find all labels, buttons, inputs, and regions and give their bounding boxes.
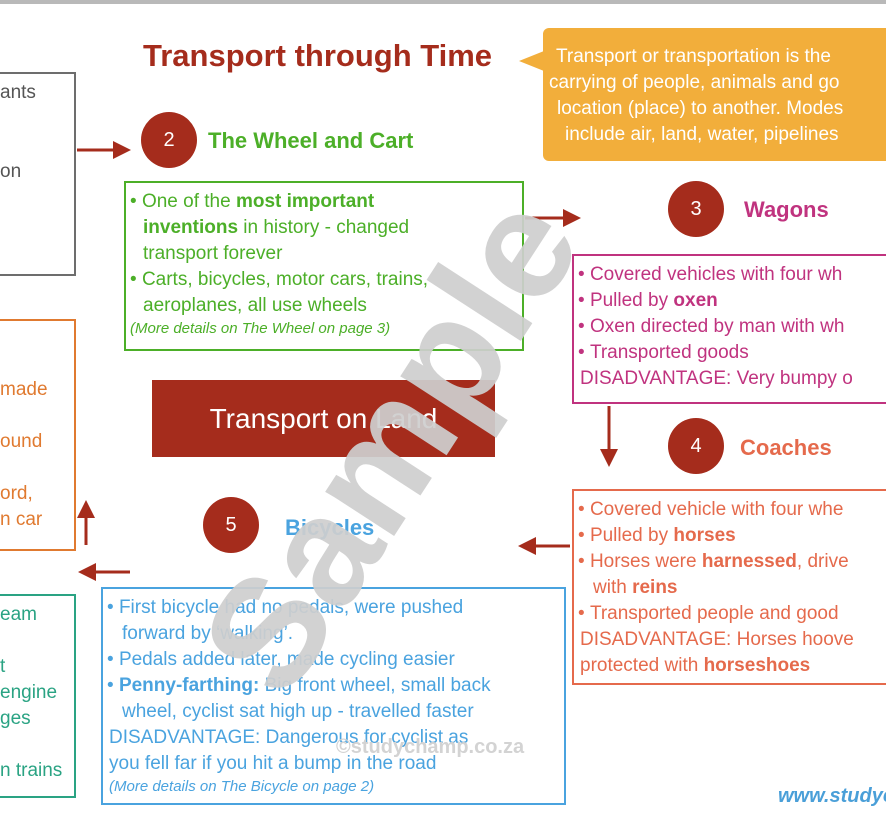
text-span: protected with	[580, 655, 704, 676]
wheel-line: • One of the most important	[130, 191, 375, 212]
callout-line: location (place) to another. Modes	[557, 98, 844, 119]
text-span: First bicycle had no pedals, were pushed	[118, 597, 464, 618]
arrow-to-coaches-head	[600, 449, 618, 467]
footer-site: www.studyc	[778, 785, 886, 807]
bicycles-heading: Bicycles	[285, 515, 375, 540]
bicycles-line: wheel, cyclist sat high up - travelled f…	[122, 701, 474, 722]
callout-line: include air, land, water, pipelines	[565, 124, 839, 145]
bicycles-box: • First bicycle had no pedals, were push…	[101, 587, 566, 805]
bicycles-line: forward by ‘walking’.	[122, 623, 294, 644]
wagons-line: • Transported goods	[578, 342, 749, 363]
page-title: Transport through Time	[143, 38, 493, 73]
bold-span: Penny-farthing:	[118, 675, 260, 696]
bold-span: most important	[235, 191, 375, 212]
coaches-line: with reins	[593, 575, 678, 601]
bold-span: inventions	[143, 217, 239, 238]
top-border	[0, 0, 886, 4]
left-teal-text: eam	[0, 604, 37, 625]
coaches-line: • Transported people and good	[578, 603, 839, 624]
bold-span: harnessed	[701, 551, 797, 572]
text-span: Oxen directed by man with wh	[589, 316, 845, 337]
bold-span: horses	[673, 525, 736, 546]
wheel-heading: The Wheel and Cart	[208, 128, 414, 153]
callout-line: carrying of people, animals and go	[549, 72, 840, 93]
left-gray-box: ants on	[0, 72, 76, 276]
bold-span: reins	[632, 577, 678, 598]
bold-span: horseshoes	[703, 655, 811, 676]
left-orange-text: made	[0, 379, 48, 400]
left-teal-text: t	[0, 656, 6, 677]
text-span: Big front wheel, small back	[259, 675, 491, 696]
site-watermark: ©studychamp.co.za	[336, 736, 525, 758]
wagons-heading: Wagons	[744, 197, 829, 222]
coaches-line: • Covered vehicle with four whe	[578, 499, 844, 520]
bicycles-note: (More details on The Bicycle on page 2)	[109, 778, 375, 795]
wheel-line: • Carts, bicycles, motor cars, trains,	[130, 269, 429, 290]
step-5-badge: 5	[203, 497, 259, 553]
left-orange-text: ord,	[0, 483, 33, 504]
wheel-note: (More details on The Wheel on page 3)	[130, 320, 391, 337]
bicycles-line: you fell far if you hit a bump in the ro…	[109, 753, 437, 774]
text-span: with	[593, 577, 633, 598]
bold-span: oxen	[673, 290, 718, 311]
left-orange-text: ound	[0, 431, 43, 452]
left-orange-text: n car	[0, 509, 43, 530]
arrow-bicycles-left-head	[78, 563, 96, 581]
left-teal-text: ges	[0, 708, 31, 729]
left-gray-text: ants	[0, 82, 36, 103]
wagons-box: • Covered vehicles with four wh • Pulled…	[572, 254, 886, 404]
arrow-to-bicycles-head	[518, 537, 536, 555]
step-2-badge: 2	[141, 112, 197, 168]
coaches-heading: Coaches	[740, 435, 832, 460]
step-4-badge: 4	[668, 418, 724, 474]
left-teal-text: engine	[0, 682, 58, 703]
left-teal-box: eam t engine ges n trains	[0, 594, 76, 798]
text-span: Carts, bicycles, motor cars, trains,	[141, 269, 429, 290]
coaches-line: • Pulled by horses	[578, 525, 736, 546]
text-span: Transported people and good	[589, 603, 839, 624]
banner-label: Transport on Land	[209, 402, 438, 434]
wagons-line: • Covered vehicles with four wh	[578, 264, 843, 285]
callout-pointer	[519, 51, 544, 71]
text-span: Covered vehicle with four whe	[589, 499, 844, 520]
arrow-to-wagons-head	[563, 209, 581, 227]
bicycles-line: DISADVANTAGE: Dangerous for cyclist as	[109, 727, 469, 748]
wheel-line: inventions in history - changed	[143, 215, 409, 241]
step-3-badge: 3	[668, 181, 724, 237]
wheel-line: transport forever	[143, 243, 283, 264]
text-span: Horses were	[589, 551, 702, 572]
transport-on-land-banner: Transport on Land	[152, 380, 495, 457]
text-span: in history - changed	[238, 217, 410, 238]
coaches-line: • Horses were harnessed, drive	[578, 551, 849, 572]
wagons-line: • Pulled by oxen	[578, 290, 718, 311]
text-span: Transported goods	[589, 342, 749, 363]
bicycles-line: • Penny-farthing: Big front wheel, small…	[107, 675, 491, 696]
text-span: Pulled by	[589, 525, 674, 546]
text-span: Pulled by	[589, 290, 674, 311]
text-span: Covered vehicles with four wh	[589, 264, 843, 285]
wagons-line: DISADVANTAGE: Very bumpy o	[580, 368, 853, 389]
arrow-up-left-head	[77, 500, 95, 518]
left-orange-box: made ound ord, n car	[0, 319, 76, 551]
left-teal-text: n trains	[0, 760, 63, 781]
text-span: One of the	[141, 191, 236, 212]
arrow-to-wheel-head	[113, 141, 131, 159]
wheel-line: aeroplanes, all use wheels	[143, 295, 367, 316]
coaches-line: DISADVANTAGE: Horses hoove	[580, 629, 854, 650]
wagons-line: • Oxen directed by man with wh	[578, 316, 845, 337]
definition-callout: Transport or transportation is the carry…	[543, 28, 886, 161]
wheel-box: • One of the most important inventions i…	[124, 181, 524, 351]
bicycles-line: • First bicycle had no pedals, were push…	[107, 597, 464, 618]
text-span: , drive	[796, 551, 849, 572]
coaches-line: protected with horseshoes	[580, 653, 810, 679]
text-span: Pedals added later, made cycling easier	[118, 649, 455, 670]
callout-line: Transport or transportation is the	[556, 46, 831, 67]
coaches-box: • Covered vehicle with four whe • Pulled…	[572, 489, 886, 685]
bicycles-line: • Pedals added later, made cycling easie…	[107, 649, 455, 670]
left-gray-text: on	[0, 161, 22, 182]
